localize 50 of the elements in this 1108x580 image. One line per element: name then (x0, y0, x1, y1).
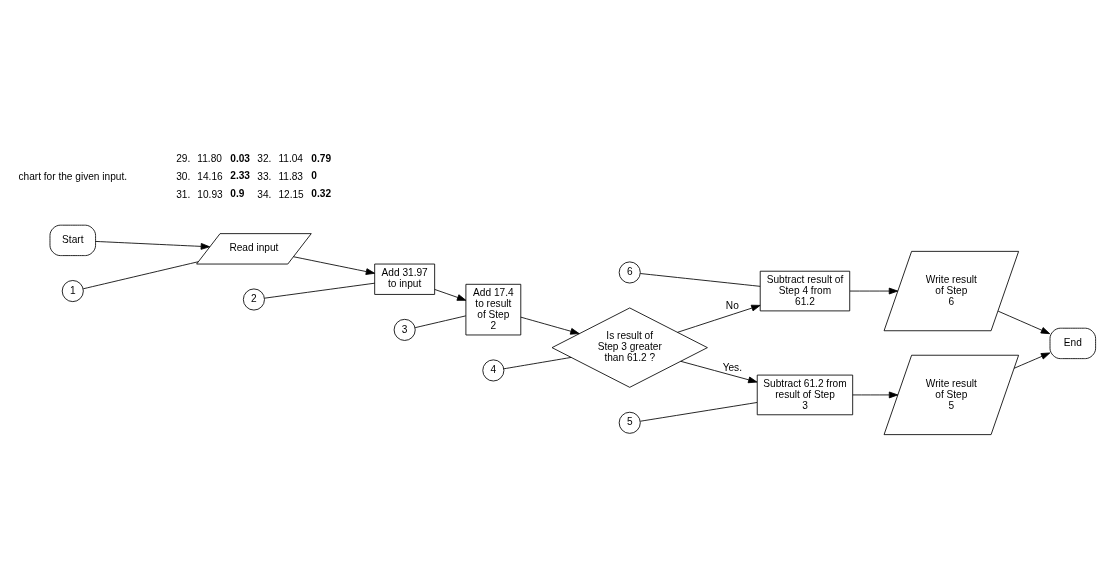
label: 0.03 (230, 152, 250, 164)
label: 33. (257, 171, 272, 183)
arrow (677, 304, 761, 333)
connector (82, 261, 199, 290)
label: 29. (176, 153, 191, 165)
label: 32. (257, 153, 272, 165)
node-circle: 4 (482, 359, 505, 382)
connector (503, 357, 572, 370)
node-circle: 6 (618, 261, 641, 284)
connector (264, 282, 376, 299)
connector (640, 273, 761, 287)
node-box: End (1049, 327, 1097, 360)
node-box: Add 31.97 to input (374, 263, 436, 295)
label: 12.15 (278, 188, 304, 200)
arrow (849, 287, 899, 295)
label: 30. (176, 171, 191, 183)
node-circle: 5 (618, 411, 641, 434)
node-box: Subtract 61.2 from result of Step 3 (756, 374, 854, 416)
label: 31. (176, 188, 191, 200)
node-box: Start (49, 224, 96, 256)
arrow (434, 289, 467, 301)
label: 11.80 (197, 153, 222, 165)
arrow (520, 316, 580, 335)
arrow (1013, 352, 1051, 369)
label: 0.32 (311, 187, 332, 199)
label: chart for the given input. (18, 170, 128, 182)
label: 2.33 (230, 170, 250, 182)
node-box: Subtract result of Step 4 from 61.2 (759, 270, 851, 312)
arrow (95, 241, 211, 250)
node-box: Add 17.4 to result of Step 2 (465, 283, 522, 336)
label: 11.83 (278, 171, 304, 183)
node-circle: 1 (61, 280, 84, 303)
arrow (293, 256, 376, 275)
connector (414, 315, 467, 329)
node-circle: 2 (242, 288, 265, 311)
label: 11.04 (278, 153, 304, 165)
label: 0 (311, 170, 317, 182)
label: 0.9 (230, 187, 245, 199)
node-circle: 3 (393, 318, 416, 341)
edge-label: Yes. (722, 361, 743, 373)
node-diamond: Is result of Step 3 greater than 61.2 ? (551, 307, 708, 388)
label: 14.16 (197, 171, 223, 183)
edge-label: No (725, 300, 739, 312)
arrow (680, 360, 758, 384)
label: 10.93 (197, 188, 223, 200)
connector (640, 402, 758, 422)
arrow (852, 391, 899, 399)
label: 0.79 (311, 152, 332, 164)
arrow (997, 310, 1051, 335)
label: 34. (257, 188, 272, 200)
